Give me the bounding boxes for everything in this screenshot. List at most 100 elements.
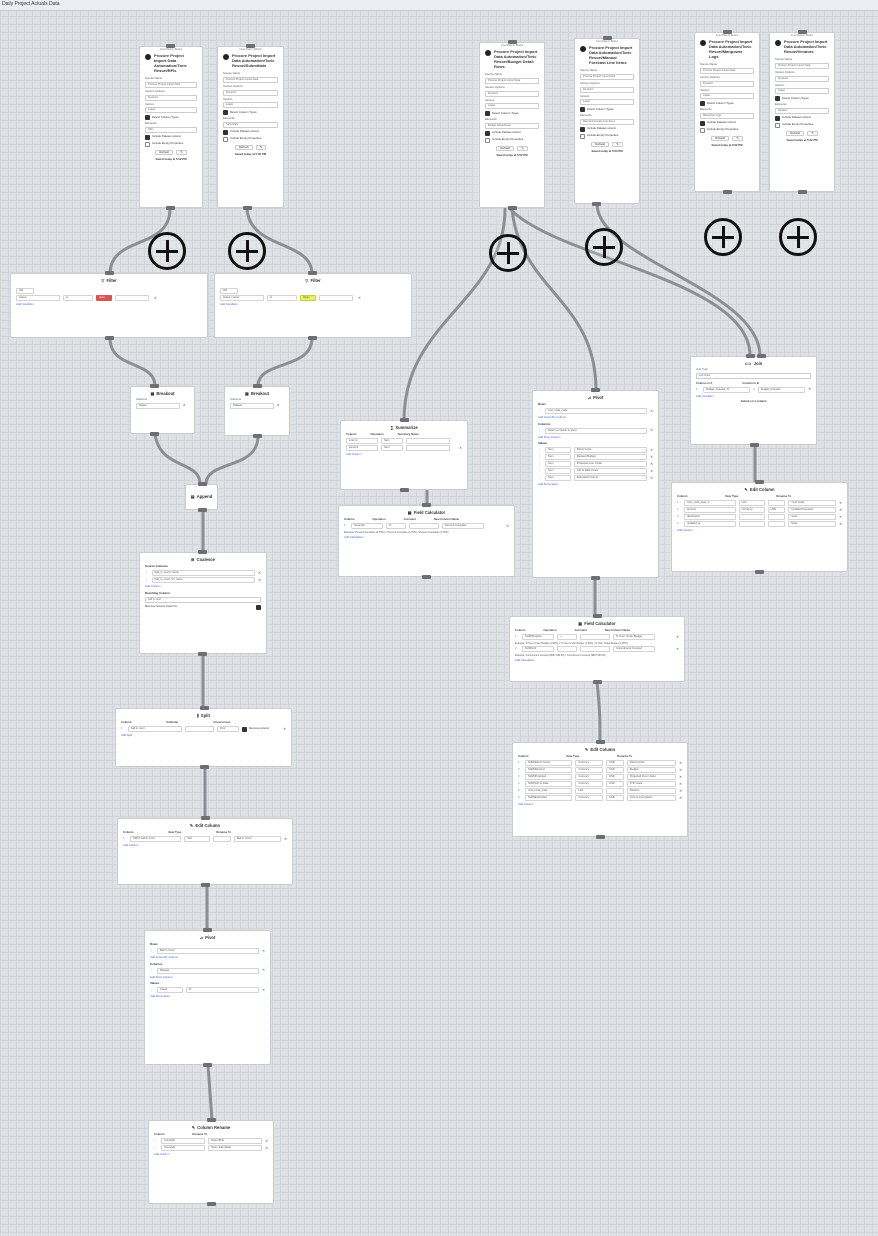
source-select[interactable]: Procore Project Import Data: [775, 62, 829, 69]
version-options-select[interactable]: Dynamic: [223, 89, 278, 96]
node-port[interactable]: [798, 190, 807, 194]
source-node-forecast[interactable]: Input Data in Blocks Procore Project Imp…: [574, 38, 640, 204]
edit-column-type[interactable]: Text: [184, 836, 210, 843]
node-port[interactable]: [592, 202, 601, 206]
edit-column-precision[interactable]: USD: [606, 774, 624, 781]
close-icon[interactable]: ✕: [808, 387, 811, 392]
node-port[interactable]: [207, 1202, 216, 1206]
close-icon[interactable]: ✕: [283, 726, 286, 731]
detect-types-checkbox[interactable]: Detect Column Types: [700, 101, 754, 107]
elements-select[interactable]: Manpower Logs: [700, 112, 754, 119]
node-port[interactable]: [253, 384, 262, 388]
resulting-column-input[interactable]: ball in court: [145, 596, 261, 603]
calc-constant[interactable]: [409, 523, 439, 530]
add-column-link[interactable]: Add Column: [123, 843, 139, 848]
coalesce-column-2[interactable]: ball_in_court / 0 / name: [151, 577, 256, 584]
close-icon[interactable]: ✕: [679, 795, 682, 800]
detect-types-checkbox[interactable]: Detect Column Types: [485, 111, 539, 117]
close-icon[interactable]: ✕: [506, 523, 509, 528]
edit-column-source[interactable]: cost_code_code: [524, 788, 573, 795]
summarize-column[interactable]: cost co: [346, 438, 378, 445]
edit-column-rename[interactable]: Direct Costs: [626, 760, 677, 767]
detect-types-checkbox[interactable]: Detect Column Types: [223, 110, 278, 116]
filter-comparison[interactable]: is: [63, 295, 93, 302]
close-icon[interactable]: ✕: [650, 468, 654, 473]
plus-circle-icon[interactable]: [779, 218, 817, 256]
edit-column-type[interactable]: Currency: [738, 507, 765, 514]
filter-value[interactable]: Open: [300, 295, 316, 302]
edit-column-source[interactable]: SUM(Estimated: [524, 795, 573, 802]
elements-select[interactable]: Submittals: [223, 121, 278, 128]
edit-icon[interactable]: ✎: [517, 145, 528, 152]
elements-select[interactable]: Vendors: [775, 107, 829, 114]
calc-operation[interactable]: -: [557, 646, 577, 653]
node-port[interactable]: [757, 354, 766, 358]
node-port[interactable]: [400, 488, 409, 492]
include-empty-checkbox[interactable]: Include Empty Properties: [145, 141, 197, 147]
add-condition-link[interactable]: Add Condition: [696, 393, 714, 398]
edit-column-rename[interactable]: Note: [788, 514, 837, 521]
node-port[interactable]: [198, 508, 207, 512]
edit-column-rename[interactable]: Cost at Completion: [626, 795, 677, 802]
close-icon[interactable]: ✕: [839, 514, 842, 519]
add-pivot-link[interactable]: Add Pivot Column: [538, 434, 561, 439]
close-icon[interactable]: ✕: [284, 836, 287, 841]
detect-types-checkbox[interactable]: Detect Column Types: [580, 107, 634, 113]
node-port[interactable]: [798, 30, 807, 34]
pivot-value-op[interactable]: Sum: [544, 468, 571, 474]
edit-column-precision[interactable]: [212, 836, 231, 843]
add-column-link[interactable]: Add Column: [518, 802, 534, 807]
edit-column-precision[interactable]: [606, 788, 624, 795]
summarize-column[interactable]: Amount: [346, 445, 378, 452]
source-select[interactable]: Procore Project Import Data: [580, 73, 634, 80]
version-options-select[interactable]: Dynamic: [485, 90, 539, 97]
edit-column-source[interactable]: SUM(Revised: [524, 767, 573, 774]
node-port[interactable]: [591, 576, 600, 580]
calc-new-name[interactable]: Percent Complete: [442, 523, 484, 530]
close-icon[interactable]: ✕: [650, 409, 653, 413]
calc-column[interactable]: SUM(Job: [522, 646, 554, 653]
version-select[interactable]: Latest: [775, 88, 829, 95]
edit-column-source[interactable]: description: [683, 514, 736, 521]
pivot-row-column[interactable]: cost_code_code: [544, 408, 648, 415]
node-port[interactable]: [201, 816, 210, 820]
refresh-button[interactable]: Refresh: [496, 145, 515, 152]
add-column-link[interactable]: Add Column: [145, 584, 161, 589]
node-port[interactable]: [596, 835, 605, 839]
remove-column-checkbox[interactable]: Remove column: [242, 726, 269, 732]
node-port[interactable]: [200, 706, 209, 710]
close-icon[interactable]: ✕: [650, 454, 654, 459]
source-node-rfis[interactable]: Input Data in Blocks Procore Project Imp…: [139, 46, 203, 208]
close-icon[interactable]: ✕: [679, 781, 682, 786]
join-column-a[interactable]: budget_forecast_id: [702, 386, 751, 393]
close-icon[interactable]: ✕: [839, 500, 842, 505]
source-node-budget[interactable]: Input Data in Blocks Procore Project Imp…: [479, 42, 545, 208]
node-port[interactable]: [200, 765, 209, 769]
detect-types-checkbox[interactable]: Detect Column Types: [775, 96, 829, 102]
source-select[interactable]: Procore Project Import Data: [145, 81, 197, 88]
settings-icon[interactable]: ⚙: [183, 404, 186, 408]
add-calculation-link[interactable]: Add Calculation: [515, 658, 535, 663]
edit-column-type[interactable]: Link: [575, 788, 603, 795]
filter-field[interactable]: status / name: [220, 295, 264, 302]
plus-circle-icon[interactable]: [704, 218, 742, 256]
node-port[interactable]: [723, 190, 732, 194]
rename-source[interactable]: Count(id): [161, 1145, 205, 1152]
include-empty-checkbox[interactable]: Include Empty Properties: [580, 133, 634, 139]
source-node-vendors[interactable]: Input Data in Blocks Procore Project Imp…: [769, 32, 835, 192]
edit-column-source[interactable]: SPLIT ball in court: [129, 836, 182, 843]
calc-operation[interactable]: %: [386, 523, 406, 530]
rename-target[interactable]: Open RFIs: [208, 1138, 262, 1145]
node-port[interactable]: [207, 1118, 216, 1122]
node-port[interactable]: [422, 575, 431, 579]
node-port[interactable]: [198, 550, 207, 554]
version-options-select[interactable]: Dynamic: [145, 94, 197, 101]
pivot-value-op[interactable]: Count: [156, 987, 183, 993]
edit-column-precision[interactable]: USD: [606, 795, 624, 802]
source-select[interactable]: Procore Project Import Data: [485, 77, 539, 84]
edit-column-precision[interactable]: USD: [606, 760, 624, 767]
edit-icon[interactable]: ✎: [176, 149, 187, 156]
version-options-select[interactable]: Dynamic: [775, 75, 829, 82]
edit-icon[interactable]: ✎: [732, 135, 743, 142]
